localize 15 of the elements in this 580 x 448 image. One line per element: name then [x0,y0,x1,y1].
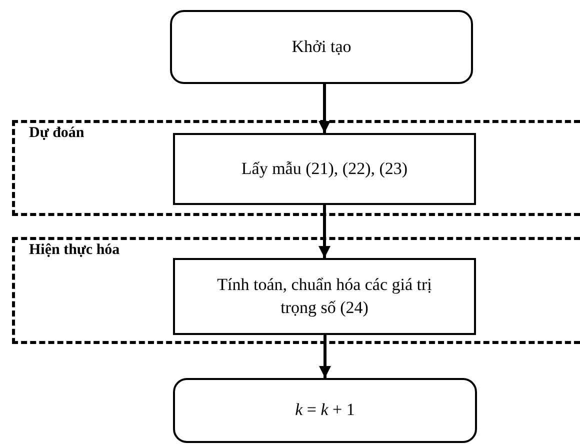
arrow [318,84,330,133]
arrow [319,335,331,378]
box-label: k = k + 1 [294,399,356,422]
box-label: Tính toán, chuẩn hóa các giá trị trọng số (24) [216,274,433,319]
region-heading: Dự đoán [29,125,84,142]
dashed-region [12,237,580,344]
region-heading: Hiện thực hóa [29,242,120,259]
dashed-region [12,120,580,216]
terminal-box [173,378,477,443]
arrow [318,205,330,258]
box-label: Lấy mẫu (21), (22), (23) [240,158,409,180]
terminal-box [170,10,473,84]
process-box [173,133,476,205]
box-label: Khởi tạo [290,36,352,58]
process-box [173,258,476,335]
